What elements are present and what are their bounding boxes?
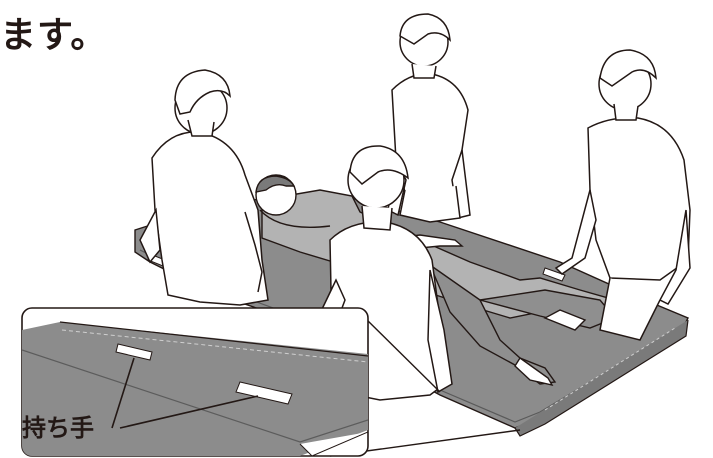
handle-label: 持ち手 bbox=[22, 408, 94, 443]
person-left bbox=[140, 70, 268, 305]
